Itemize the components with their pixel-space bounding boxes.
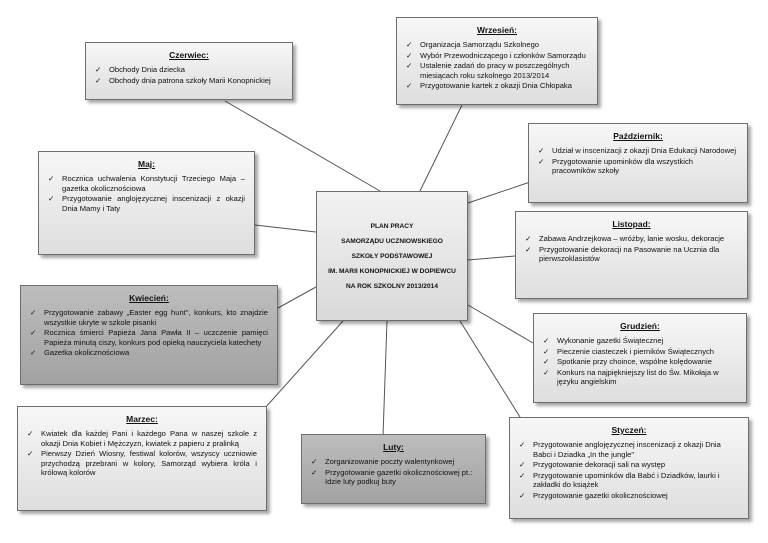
list-item: ✓Rocznica uchwalenia Konstytucji Trzecie… [48,174,245,193]
check-icon: ✓ [406,61,413,71]
month-box-marzec: Marzec: ✓Kwiatek dla każdej Pani i każde… [17,406,267,511]
list-item: ✓Przygotowanie anglojęzycznej inscenizac… [48,194,245,213]
plan-title-line: SAMORZĄDU UCZNIOWSKIEGO [341,237,443,245]
check-icon: ✓ [30,308,37,317]
list-item: ✓Spotkanie przy choince, wspólne kolędow… [543,357,712,367]
connector-styczen [459,320,521,418]
list-item: ✓Rocznica śmierci Papieża Jana Pawła II … [30,328,268,347]
check-icon: ✓ [543,357,550,367]
check-icon: ✓ [30,348,37,358]
list-item: ✓Przygotowanie upominków dla Babć i Dzia… [519,470,720,490]
check-icon: ✓ [519,490,526,500]
check-icon: ✓ [30,328,37,338]
list-item: ✓Pieczenie ciasteczek i pierników Świąte… [543,346,715,356]
check-icon: ✓ [27,449,34,459]
check-icon: ✓ [48,174,55,183]
list-item: ✓Pierwszy Dzień Wiosny, festiwal kolorów… [27,449,257,478]
list-item: ✓Wykonanie gazetki Świątecznej [543,336,664,345]
check-icon: ✓ [519,470,526,480]
list-item: ✓Przygotowanie dekoracji sali na występ [519,460,666,470]
check-icon: ✓ [48,194,55,204]
month-title: Kwiecień: [129,293,169,303]
plan-title-line: NA ROK SZKOLNY 2013/2014 [346,282,438,290]
month-title: Styczeń: [611,425,647,435]
check-icon: ✓ [538,146,545,155]
plan-title-line: IM. MARII KONOPNICKIEJ W DOPIEWCU [328,267,456,275]
connector-wrzesien [419,104,463,192]
check-icon: ✓ [538,156,545,166]
month-title: Listopad: [612,219,651,229]
connector-listopad [467,255,516,261]
connector-czerwiec [224,100,381,192]
list-item: ✓Przygotowanie kartek z okazji Dnia Chło… [406,81,572,91]
list-item: ✓Przygotowanie upominków dla wszystkich … [538,156,693,176]
month-title: Marzec: [126,414,158,424]
check-icon: ✓ [525,244,532,254]
month-title: Luty: [383,442,404,452]
check-icon: ✓ [519,440,526,449]
list-item: ✓Przygotowanie dekoracji na Pasowanie na… [525,244,720,264]
check-icon: ✓ [519,460,526,470]
list-item: ✓Udział w inscenizacji z okazji Dnia Edu… [538,146,737,155]
list-item: ✓Gazetka okolicznościowa [30,348,130,358]
list-item: ✓Przygotowanie gazetki okolicznościowej [519,490,668,500]
month-box-luty: Luty: ✓Zorganizowanie poczty walentynkow… [301,434,486,504]
check-icon: ✓ [543,346,550,356]
list-item: ✓Obchody dnia patrona szkoły Marii Konop… [95,75,271,85]
list-item: ✓Przygotowanie anglojęzycznej inscenizac… [519,440,721,459]
plan-title-box: PLAN PRACY SAMORZĄDU UCZNIOWSKIEGO SZKOŁ… [316,191,468,321]
list-item: ✓Zabawa Andrzejkowa – wróżby, lanie wosk… [525,234,725,243]
connector-kwiecien [277,286,317,309]
check-icon: ✓ [406,50,413,60]
list-item: ✓Konkurs na najpiękniejszy list do Św. M… [543,367,719,387]
month-title: Grudzień: [620,321,660,331]
month-title: Czerwiec: [169,50,209,60]
list-item: ✓Przygotowanie zabawy „Easter egg hunt",… [30,308,268,327]
month-box-wrzesien: Wrzesień: ✓Organizacja Samorządu Szkolne… [396,17,598,105]
month-title: Wrzesień: [477,25,517,35]
list-item: ✓Wybór Przewodniczącego i członków Samor… [406,50,586,60]
plan-title-line: SZKOŁY PODSTAWOWEJ [351,252,433,260]
month-box-grudzien: Grudzień: ✓Wykonanie gazetki Świątecznej… [533,313,747,403]
check-icon: ✓ [27,429,34,438]
connector-pazdziernik [467,179,537,204]
check-icon: ✓ [406,81,413,91]
list-item: ✓Ustalenie zadań do pracy w poszczególny… [406,61,570,80]
connector-grudzien [467,304,534,344]
list-item: ✓Kwiatek dla każdej Pani i każdego Pana … [27,429,257,448]
plan-title-line: PLAN PRACY [370,222,414,230]
check-icon: ✓ [95,75,102,85]
connector-marzec [264,320,344,409]
month-box-styczen: Styczeń: ✓Przygotowanie anglojęzycznej i… [509,417,749,519]
month-box-kwiecien: Kwiecień: ✓Przygotowanie zabawy „Easter … [20,285,278,385]
list-item: ✓Organizacja Samorządu Szkolnego [406,40,540,49]
list-item: ✓Obchody Dnia dziecka [95,65,185,74]
list-item: ✓Zorganizowanie poczty walentynkowej [311,457,455,466]
month-box-listopad: Listopad: ✓Zabawa Andrzejkowa – wróżby, … [515,211,748,299]
check-icon: ✓ [525,234,532,243]
month-title: Maj: [138,159,155,169]
check-icon: ✓ [311,467,318,477]
month-box-czerwiec: Czerwiec: ✓Obchody Dnia dziecka ✓Obchody… [85,42,293,100]
connector-luty [382,320,388,437]
check-icon: ✓ [95,65,102,74]
connector-maj [254,224,317,233]
month-box-maj: Maj: ✓Rocznica uchwalenia Konstytucji Tr… [38,151,255,255]
check-icon: ✓ [406,40,413,49]
check-icon: ✓ [543,367,550,377]
list-item: ✓Przygotowanie gazetki okolicznościowej … [311,467,473,487]
month-box-pazdziernik: Październik: ✓Udział w inscenizacji z ok… [528,123,748,203]
check-icon: ✓ [543,336,550,345]
month-title: Październik: [613,131,663,141]
check-icon: ✓ [311,457,318,466]
